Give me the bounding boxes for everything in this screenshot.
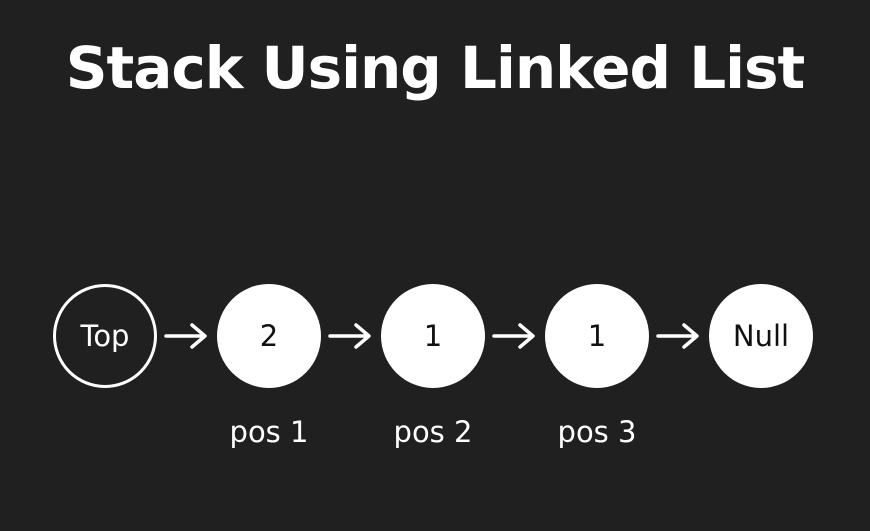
right-arrow-icon bbox=[492, 323, 535, 349]
node-2: 1 bbox=[381, 284, 485, 388]
node-top-label: Top bbox=[80, 319, 130, 353]
node-3: 1 bbox=[545, 284, 649, 388]
node-null: Null bbox=[709, 284, 813, 388]
diagram-title: Stack Using Linked List bbox=[65, 34, 806, 102]
node-top: Top bbox=[53, 284, 157, 388]
pos-label-3: pos 3 bbox=[557, 415, 637, 449]
pos-label-2: pos 2 bbox=[393, 415, 473, 449]
node-null-label: Null bbox=[732, 319, 790, 353]
node-1: 2 bbox=[217, 284, 321, 388]
right-arrow-icon bbox=[328, 323, 371, 349]
node-1-value: 2 bbox=[259, 319, 279, 353]
right-arrow-icon bbox=[164, 323, 207, 349]
right-arrow-icon bbox=[656, 323, 699, 349]
node-3-value: 1 bbox=[587, 319, 607, 353]
node-2-value: 1 bbox=[423, 319, 443, 353]
pos-label-1: pos 1 bbox=[229, 415, 309, 449]
